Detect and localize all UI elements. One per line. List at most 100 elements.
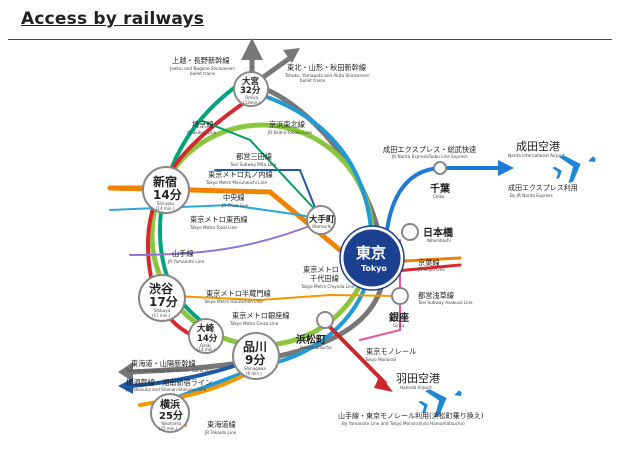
sobu-label: 成田エクスプレス・総武快速 [383, 145, 476, 154]
svg-text:Shinagawa: Shinagawa [244, 366, 266, 371]
station-osaki: 大崎 14分 Osaki (14 min.) [188, 318, 224, 354]
svg-text:(9 min.): (9 min.) [246, 371, 262, 376]
tozai-label: 東京メトロ東西線 [190, 215, 248, 224]
svg-text:Nihombashi: Nihombashi [427, 238, 451, 243]
svg-text:Haneda Airport: Haneda Airport [400, 385, 432, 390]
tokaido-label: 東海道線 [207, 420, 236, 429]
station-yokohama: 横浜 25分 Yokohama (25 min.) [150, 393, 190, 433]
svg-text:東京: 東京 [356, 244, 386, 262]
station-chiba: 千葉 Chiba [430, 161, 451, 199]
svg-text:25分: 25分 [159, 409, 183, 422]
monorail-label: 東京モノレール [366, 347, 416, 356]
svg-text:Hamamatsucho: Hamamatsucho [300, 345, 332, 350]
svg-text:渋谷: 渋谷 [149, 281, 174, 296]
sobu-label-en: JR Narita Express/Sobu Line Express [391, 154, 468, 159]
svg-text:(33min.): (33min.) [243, 100, 260, 105]
chiyoda-line [199, 119, 321, 216]
yokosuka-label-en: JR Yokosuka and Shonan-Shinjuku Line [125, 387, 207, 392]
svg-text:14分: 14分 [197, 333, 218, 344]
ginza-line-label-en: Tokyo Metro Ginza Line [229, 321, 279, 326]
page-title: Access by railways [21, 9, 205, 29]
ginza-line-label: 東京メトロ銀座線 [232, 311, 290, 320]
monorail-line [323, 320, 387, 385]
joetsu-label-en1: Joetsu and Nagano Shinkansen [169, 66, 235, 71]
joetsu-label-en2: bullet trains [190, 71, 215, 76]
svg-text:日本橋: 日本橋 [423, 226, 454, 239]
marunouchi-label-en: Tokyo Metro Marunouchi Line [205, 180, 267, 185]
plane-icon [552, 155, 596, 184]
svg-text:32分: 32分 [240, 85, 261, 96]
shinkansen-north-arrow [241, 38, 263, 60]
svg-text:銀座: 銀座 [389, 311, 409, 324]
station-otemachi: 大手町 Otemachi [306, 205, 336, 235]
narita-express-arrow [498, 160, 514, 176]
airport-haneda: 羽田空港 Haneda Airport 山手線・東京モノレール利用(浜松町乗り換… [338, 371, 484, 426]
svg-text:Otemachi: Otemachi [312, 224, 331, 229]
svg-text:新宿: 新宿 [153, 174, 177, 189]
station-shinjuku: 新宿 14分 Shinjuku (14 min.) [142, 166, 190, 214]
svg-text:Ginza: Ginza [393, 323, 405, 328]
tohoku-line [259, 55, 293, 81]
svg-text:14分: 14分 [153, 187, 182, 202]
tokaido-label-en: JR Tokaido Line [204, 430, 237, 435]
station-nihombashi: 日本橋 Nihombashi [401, 223, 454, 243]
svg-text:羽田空港: 羽田空港 [396, 371, 440, 385]
tohoku-label-en1: Tohoku, Yamagata and Akita Shinkansen [284, 73, 370, 78]
marunouchi-label: 東京メトロ丸ノ内線 [208, 170, 273, 179]
svg-text:成田エクスプレス利用: 成田エクスプレス利用 [508, 183, 578, 192]
svg-text:浜松町: 浜松町 [296, 333, 326, 346]
svg-text:横浜: 横浜 [160, 398, 180, 411]
svg-text:千葉: 千葉 [430, 182, 451, 195]
keiyo-label-en: JR Keiyo Line [417, 267, 445, 272]
svg-text:成田空港: 成田空港 [516, 139, 560, 153]
station-shibuya: 渋谷 17分 Shibuya (17 min.) [138, 274, 186, 322]
monorail-label-en: Tokyo Monorail [364, 357, 396, 362]
svg-text:Tokyo: Tokyo [361, 264, 387, 273]
svg-text:(17 min.): (17 min.) [152, 313, 171, 318]
svg-text:Omiya: Omiya [245, 95, 259, 100]
tozai-label-en: Tokyo Metro Tozai Line [189, 225, 237, 230]
line-labels: 上越・長野新幹線 Joetsu and Nagano Shinkansen bu… [125, 56, 476, 435]
svg-text:(14 min.): (14 min.) [197, 347, 216, 352]
svg-text:(14 min.): (14 min.) [156, 206, 175, 211]
keiyo-label: 京葉線 [418, 258, 440, 267]
svg-text:品川: 品川 [243, 340, 267, 354]
tohoku-label-en2: bullet trains [300, 78, 325, 83]
svg-text:Shinjuku: Shinjuku [157, 201, 175, 206]
keihin-label-en: JR Keihin-Tohoku Line [267, 130, 312, 135]
yokosuka-arrow [118, 378, 133, 394]
mita-label-en: Toei Subway Mita Line [229, 162, 277, 167]
keihin-label: 京浜東北線 [269, 120, 305, 129]
stations: 大宮 32分 Omiya (33min.) 新宿 14分 Shinjuku (1… [138, 71, 454, 433]
station-omiya: 大宮 32分 Omiya (33min.) [233, 71, 269, 107]
marunouchi-line [145, 98, 250, 342]
chiyoda-label-en: Tokyo Metro Chiyoda Line [300, 284, 355, 289]
svg-text:大手町: 大手町 [309, 214, 335, 225]
airport-narita: 成田空港 Narita International Airport 成田エクスプ… [508, 139, 596, 198]
hanzomon-label-en: Tokyo Metro Hanzomon Line [203, 299, 263, 304]
joetsu-label: 上越・長野新幹線 [172, 56, 230, 65]
plane-icon [418, 389, 462, 418]
header-divider [8, 39, 612, 40]
svg-text:山手線・東京モノレール利用(浜松町乗り換え): 山手線・東京モノレール利用(浜松町乗り換え) [338, 411, 484, 420]
svg-text:9分: 9分 [245, 352, 265, 367]
station-hamamatsucho: 浜松町 Hamamatsucho [296, 311, 334, 350]
yokosuka-label: 横須賀線・湘南新宿ライン [126, 378, 212, 387]
svg-text:Yokohama: Yokohama [160, 421, 182, 426]
chiyoda-label-2: 千代田線 [310, 274, 339, 283]
tohoku-label: 東北・山形・秋田新幹線 [287, 63, 366, 72]
tohoku-arrow [283, 48, 300, 63]
station-shinagawa: 品川 9分 Shinagawa (9 min.) [232, 332, 280, 380]
svg-text:By Yamanote Line and Tokyo Mon: By Yamanote Line and Tokyo Monorail(via … [342, 421, 465, 426]
svg-text:大崎: 大崎 [197, 323, 215, 334]
station-tokyo: 東京 Tokyo [339, 225, 405, 291]
svg-text:Narita International Airport: Narita International Airport [508, 153, 565, 158]
saikyo-label: 埼京線 [192, 120, 214, 129]
tokaido-shinkansen-label-en: Tokaido and Sanyo Shinkansen bullet trai… [125, 368, 217, 373]
mita-label: 都営三田線 [236, 152, 272, 161]
svg-text:17分: 17分 [149, 294, 178, 309]
monorail-arrow [374, 375, 393, 392]
svg-text:Osaki: Osaki [200, 343, 211, 348]
chuo-label: 中央線 [223, 193, 245, 202]
